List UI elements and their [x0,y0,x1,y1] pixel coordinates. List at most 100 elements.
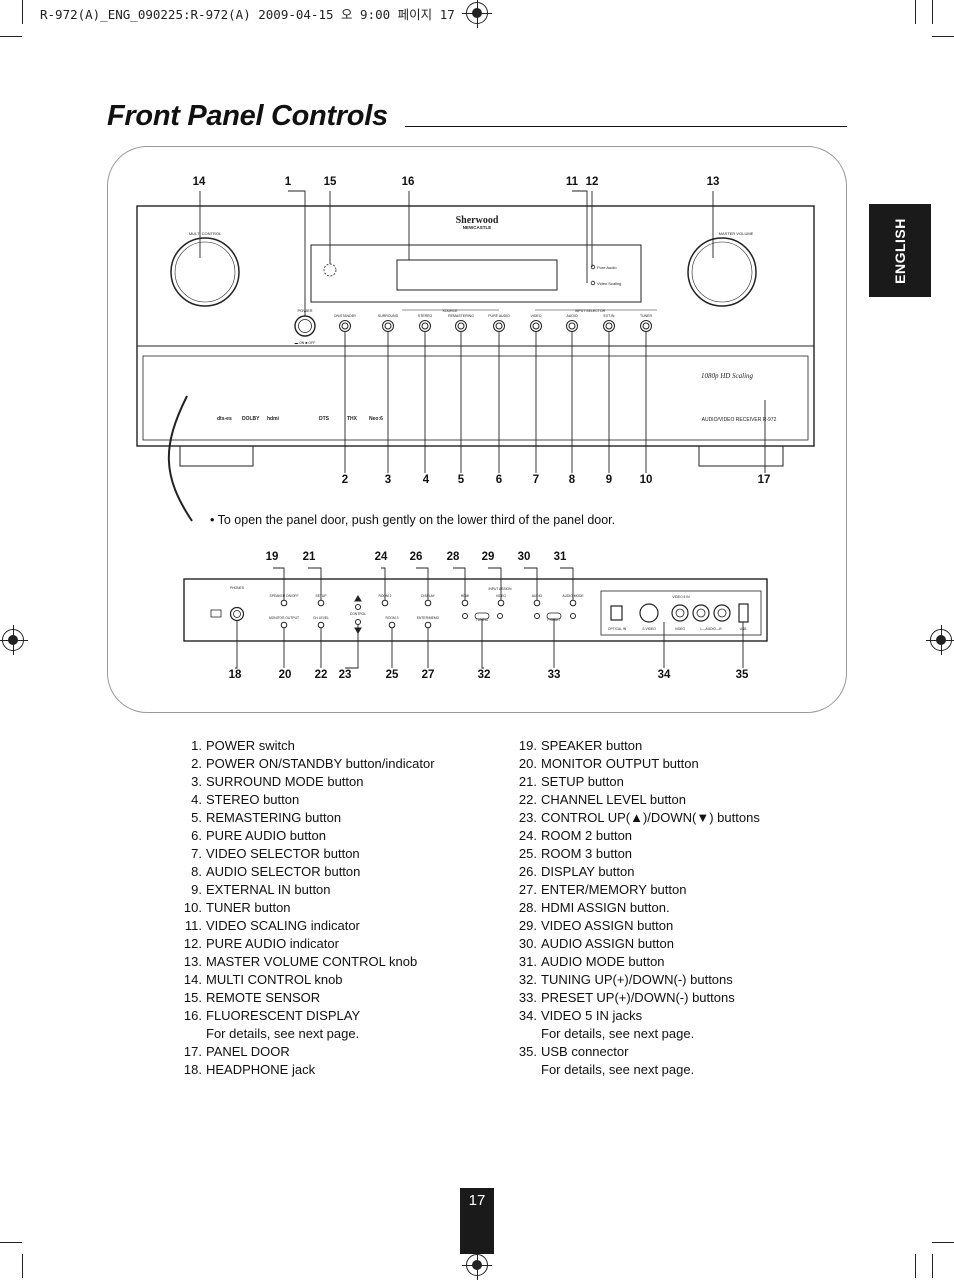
list-item: For details, see next page. [541,1062,695,1077]
list-item: 5.REMASTERING button [191,810,342,825]
callout-17: 17 [757,474,771,486]
door-label-enter: ENTER/MEMO [417,616,440,620]
door-label-setup: SETUP [316,594,328,598]
front-button-6[interactable] [530,320,542,332]
list-item: 13.MASTER VOLUME CONTROL knob [183,954,418,969]
power-label: POWER [297,308,312,313]
page-number-tab: 17 [460,1188,494,1254]
door-label-speaker: SPEAKER ON/OFF [270,594,299,598]
callout-22: 22 [314,669,328,681]
list-item: 24.ROOM 2 button [518,828,633,843]
logo-4: THX [347,416,358,422]
front-button-9[interactable] [640,320,652,332]
crop-mark [932,1254,933,1278]
callout-29: 29 [481,551,495,563]
crop-mark [932,36,954,37]
front-button-1[interactable] [339,320,351,332]
callout-25: 25 [385,669,399,681]
door-label-audio_mode: AUDIO MODE [562,594,584,598]
callout-31: 31 [553,551,567,563]
list-item: 12.PURE AUDIO indicator [183,936,339,951]
fluorescent-display [396,259,558,291]
door-button-display[interactable] [424,599,432,607]
list-item: 4.STEREO button [191,792,300,807]
door-button-room3[interactable] [388,621,396,629]
door-label-room3: ROOM 3 [385,616,398,620]
list-item: 21.SETUP button [518,774,624,789]
leader-line [481,619,484,669]
list-item: 9.EXTERNAL IN button [191,882,331,897]
door-button-ch_level[interactable] [317,621,325,629]
list-item: 25.ROOM 3 button [518,846,633,861]
multi-control-knob [170,237,240,307]
list-item: 26.DISPLAY button [518,864,635,879]
brand-logo: Sherwood [456,215,499,226]
front-button-label: STEREO [418,314,433,318]
list-item: For details, see next page. [541,1026,695,1041]
front-button-label: TUNER [640,314,653,318]
callout-26: 26 [409,551,423,563]
door-button-monitor[interactable] [280,621,288,629]
power-on-off-label: ▬ ON ■ OFF [295,341,316,345]
video5-jack-area [600,590,762,636]
callout-32: 32 [477,669,491,681]
leader-line [572,190,588,283]
callout-4: 4 [422,474,430,486]
list-item: 27.ENTER/MEMORY button [518,882,687,897]
door-label-audio_jack: L—AUDIO—R [700,627,722,631]
door-label-control: CONTROL [350,612,366,616]
list-item: 31.AUDIO MODE button [518,954,665,969]
door-button-audio_mode[interactable] [569,599,577,607]
title-rule [405,126,847,127]
page-title: Front Panel Controls [107,100,388,132]
front-button-label: REMASTERING [448,314,474,318]
leader-line [273,567,285,600]
front-button-label: PURE AUDIO [488,314,510,318]
front-button-8[interactable] [603,320,615,332]
logo-5: Neo:6 [369,416,383,422]
registration-mark-icon [0,625,28,655]
headphone-jack [229,606,245,622]
door-button-setup[interactable] [317,599,325,607]
front-button-7[interactable] [566,320,578,332]
front-button-3[interactable] [419,320,431,332]
list-item: 29.VIDEO ASSIGN button [518,918,674,933]
front-button-5[interactable] [493,320,505,332]
language-tab-label: ENGLISH [892,217,908,284]
crop-mark [22,0,23,24]
list-item: 3.SURROUND MODE button [191,774,364,789]
door-button-audio[interactable] [533,599,541,607]
door-label-optical: OPTICAL IN [608,627,627,631]
door-button-room2[interactable] [381,599,389,607]
door-label-video_jack: VIDEO [675,627,686,631]
pure-audio-indicator [590,264,596,270]
callout-10: 10 [639,474,653,486]
list-item: 23.CONTROL UP(▲)/DOWN(▼) buttons [518,810,760,825]
door-label-phones: PHONES [230,586,245,590]
hd-badge: 1080p HD Scaling [701,372,754,380]
door-label-preset: PRESET [547,618,560,622]
callout-13: 13 [706,176,720,188]
front-button-4[interactable] [455,320,467,332]
list-item: 19.SPEAKER button [518,738,643,753]
door-button-enter[interactable] [424,621,432,629]
door-button-speaker[interactable] [280,599,288,607]
callout-23: 23 [338,669,352,681]
door-note: • To open the panel door, push gently on… [210,513,616,527]
master-volume-knob [687,237,757,307]
callout-1: 1 [284,176,292,188]
list-item: 14.MULTI CONTROL knob [183,972,343,987]
door-button-hdmi[interactable] [461,599,469,607]
crop-mark [915,0,916,24]
door-label-audio: AUDIO [532,594,543,598]
front-button-2[interactable] [382,320,394,332]
leader-line [345,624,359,669]
callout-9: 9 [605,474,613,486]
list-item: 1.POWER switch [191,738,295,753]
input-selector-group-label: INPUT SELECTOR [575,309,606,313]
door-label-video: VIDEO [496,594,507,598]
master-volume-label: MASTER VOLUME [719,231,754,236]
door-button-video[interactable] [497,599,505,607]
list-item: 20.MONITOR OUTPUT button [518,756,699,771]
